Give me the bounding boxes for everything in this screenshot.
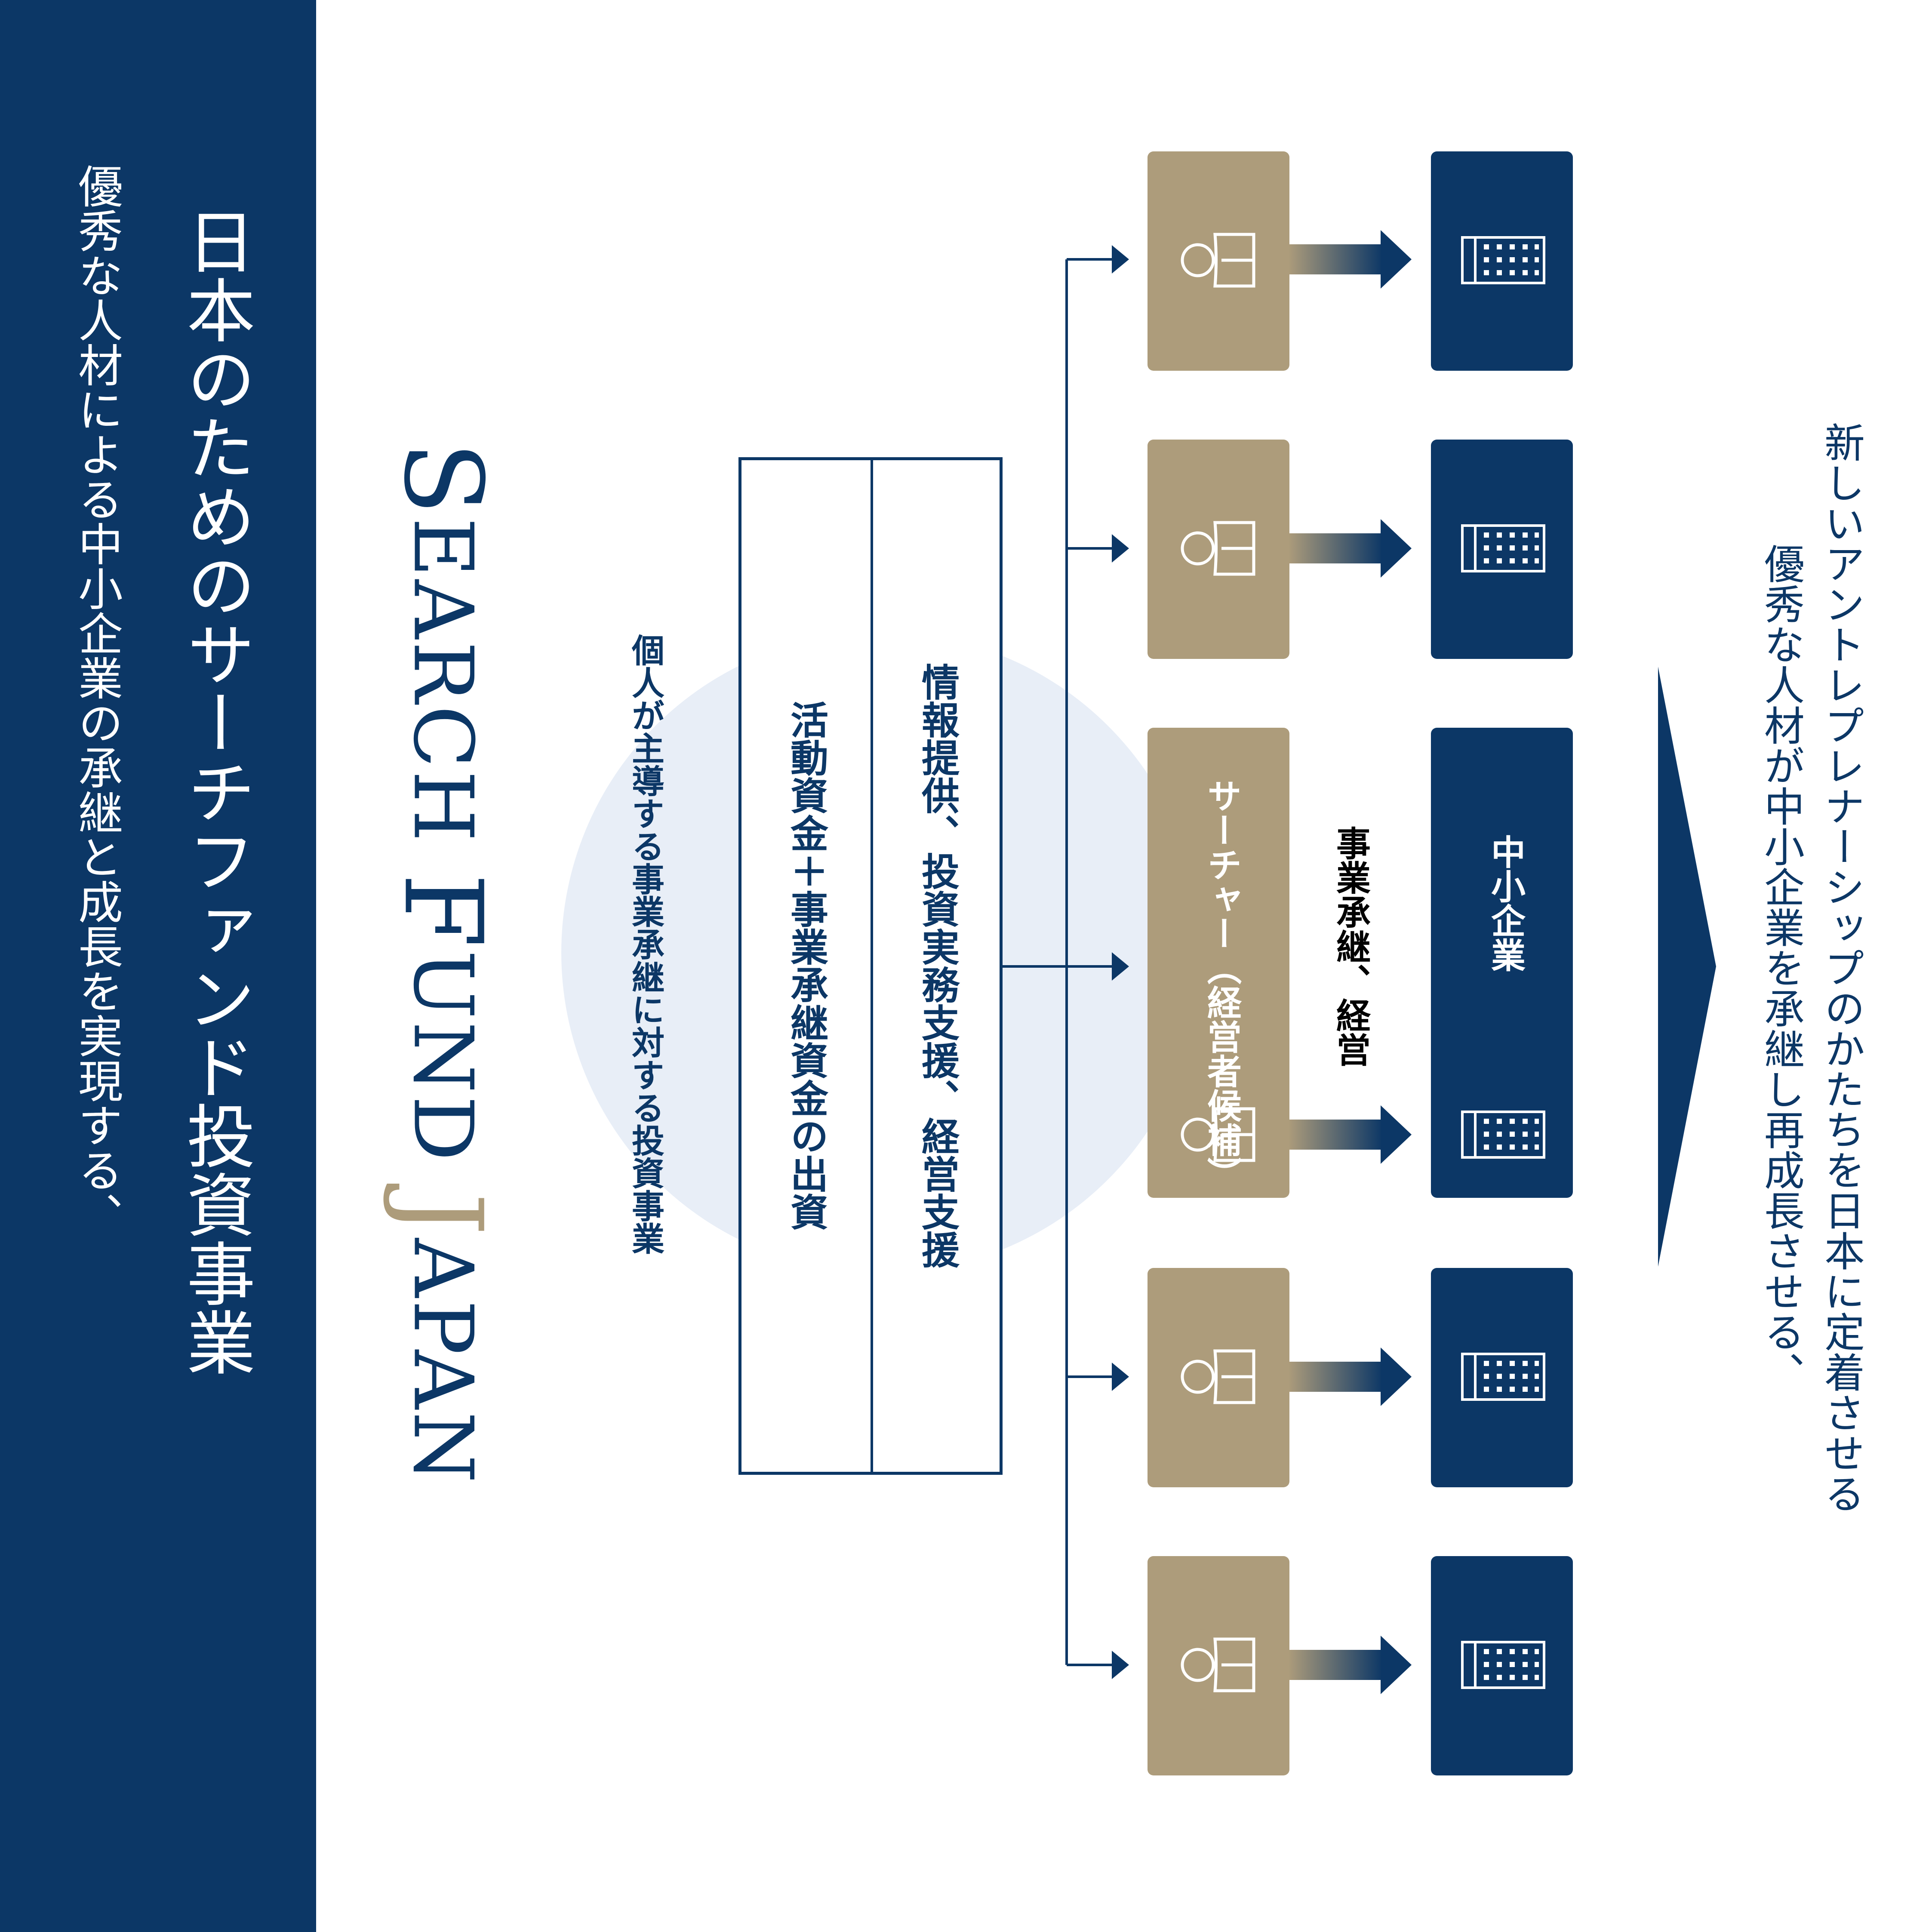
closing-line1: 優秀な人材が中小企業を承継し再成長させる、 bbox=[1757, 543, 1804, 1392]
gradient-connector bbox=[1288, 244, 1383, 274]
sme-label: 中小企業 bbox=[1486, 834, 1526, 972]
searcher-box-main bbox=[1148, 728, 1289, 1198]
searcher-box bbox=[1148, 440, 1289, 659]
arrow-right-icon bbox=[1381, 230, 1412, 289]
gradient-connector bbox=[1288, 1650, 1383, 1680]
searcher-box bbox=[1148, 1268, 1289, 1487]
person-icon bbox=[1181, 1107, 1255, 1162]
logo-word: UND bbox=[395, 950, 491, 1164]
logo-letter: F bbox=[380, 873, 506, 951]
searcher-box bbox=[1148, 1556, 1289, 1775]
big-arrow-icon bbox=[1658, 667, 1716, 1267]
logo-word: APAN bbox=[395, 1238, 491, 1486]
gradient-connector bbox=[1288, 1362, 1383, 1392]
person-icon bbox=[1181, 1349, 1255, 1404]
searcher-label-line1: サーチャー bbox=[1202, 778, 1242, 951]
arrow-right-icon bbox=[1112, 1363, 1129, 1391]
arrow-right-icon bbox=[1381, 1105, 1412, 1164]
succession-label: 事業承継、経営 bbox=[1331, 826, 1371, 1067]
logo-letter: S bbox=[380, 441, 506, 518]
closing-line2: 新しいアントレプレナーシップのかたちを日本に定着させる bbox=[1818, 422, 1864, 1514]
building-icon bbox=[1461, 1641, 1545, 1689]
building-icon bbox=[1461, 524, 1545, 572]
fund-box-line2: 情報提供、投資実務支援、経営支援 bbox=[915, 663, 960, 1268]
building-icon bbox=[1461, 1111, 1545, 1159]
arrow-right-icon bbox=[1381, 519, 1412, 578]
arrow-right-icon bbox=[1112, 952, 1129, 981]
searcher-label: サーチャー （経営者候補） bbox=[1163, 778, 1280, 1191]
gradient-connector bbox=[1288, 1120, 1383, 1150]
person-icon bbox=[1181, 521, 1255, 576]
searcher-label-line2: （経営者候補） bbox=[1202, 951, 1242, 1191]
arrow-right-icon bbox=[1381, 1636, 1412, 1694]
person-icon bbox=[1181, 233, 1255, 288]
arrow-right-icon bbox=[1112, 534, 1129, 563]
tagline: 優秀な人材による中小企業の承継と成長を実現する、 bbox=[70, 163, 123, 1237]
page-title: 日本のためのサーチファンド投資事業 bbox=[175, 206, 255, 1376]
building-icon bbox=[1461, 236, 1545, 284]
arrow-right-icon bbox=[1112, 245, 1129, 274]
arrow-right-icon bbox=[1112, 1651, 1129, 1679]
logo-word: EARCH bbox=[395, 517, 491, 845]
sidebar bbox=[0, 0, 316, 1932]
gradient-connector bbox=[1288, 533, 1383, 563]
person-icon bbox=[1181, 1637, 1255, 1692]
searcher-box bbox=[1148, 151, 1289, 371]
fund-box-divider bbox=[871, 457, 873, 1475]
fund-box-line1: 活動資金＋事業承継資金の出資 bbox=[784, 701, 829, 1231]
fund-subtitle: 個人が主導する事業承継に対する投資事業 bbox=[626, 634, 665, 1255]
arrow-right-icon bbox=[1381, 1347, 1412, 1406]
logo-letter: J bbox=[380, 1192, 506, 1238]
building-icon bbox=[1461, 1353, 1545, 1401]
